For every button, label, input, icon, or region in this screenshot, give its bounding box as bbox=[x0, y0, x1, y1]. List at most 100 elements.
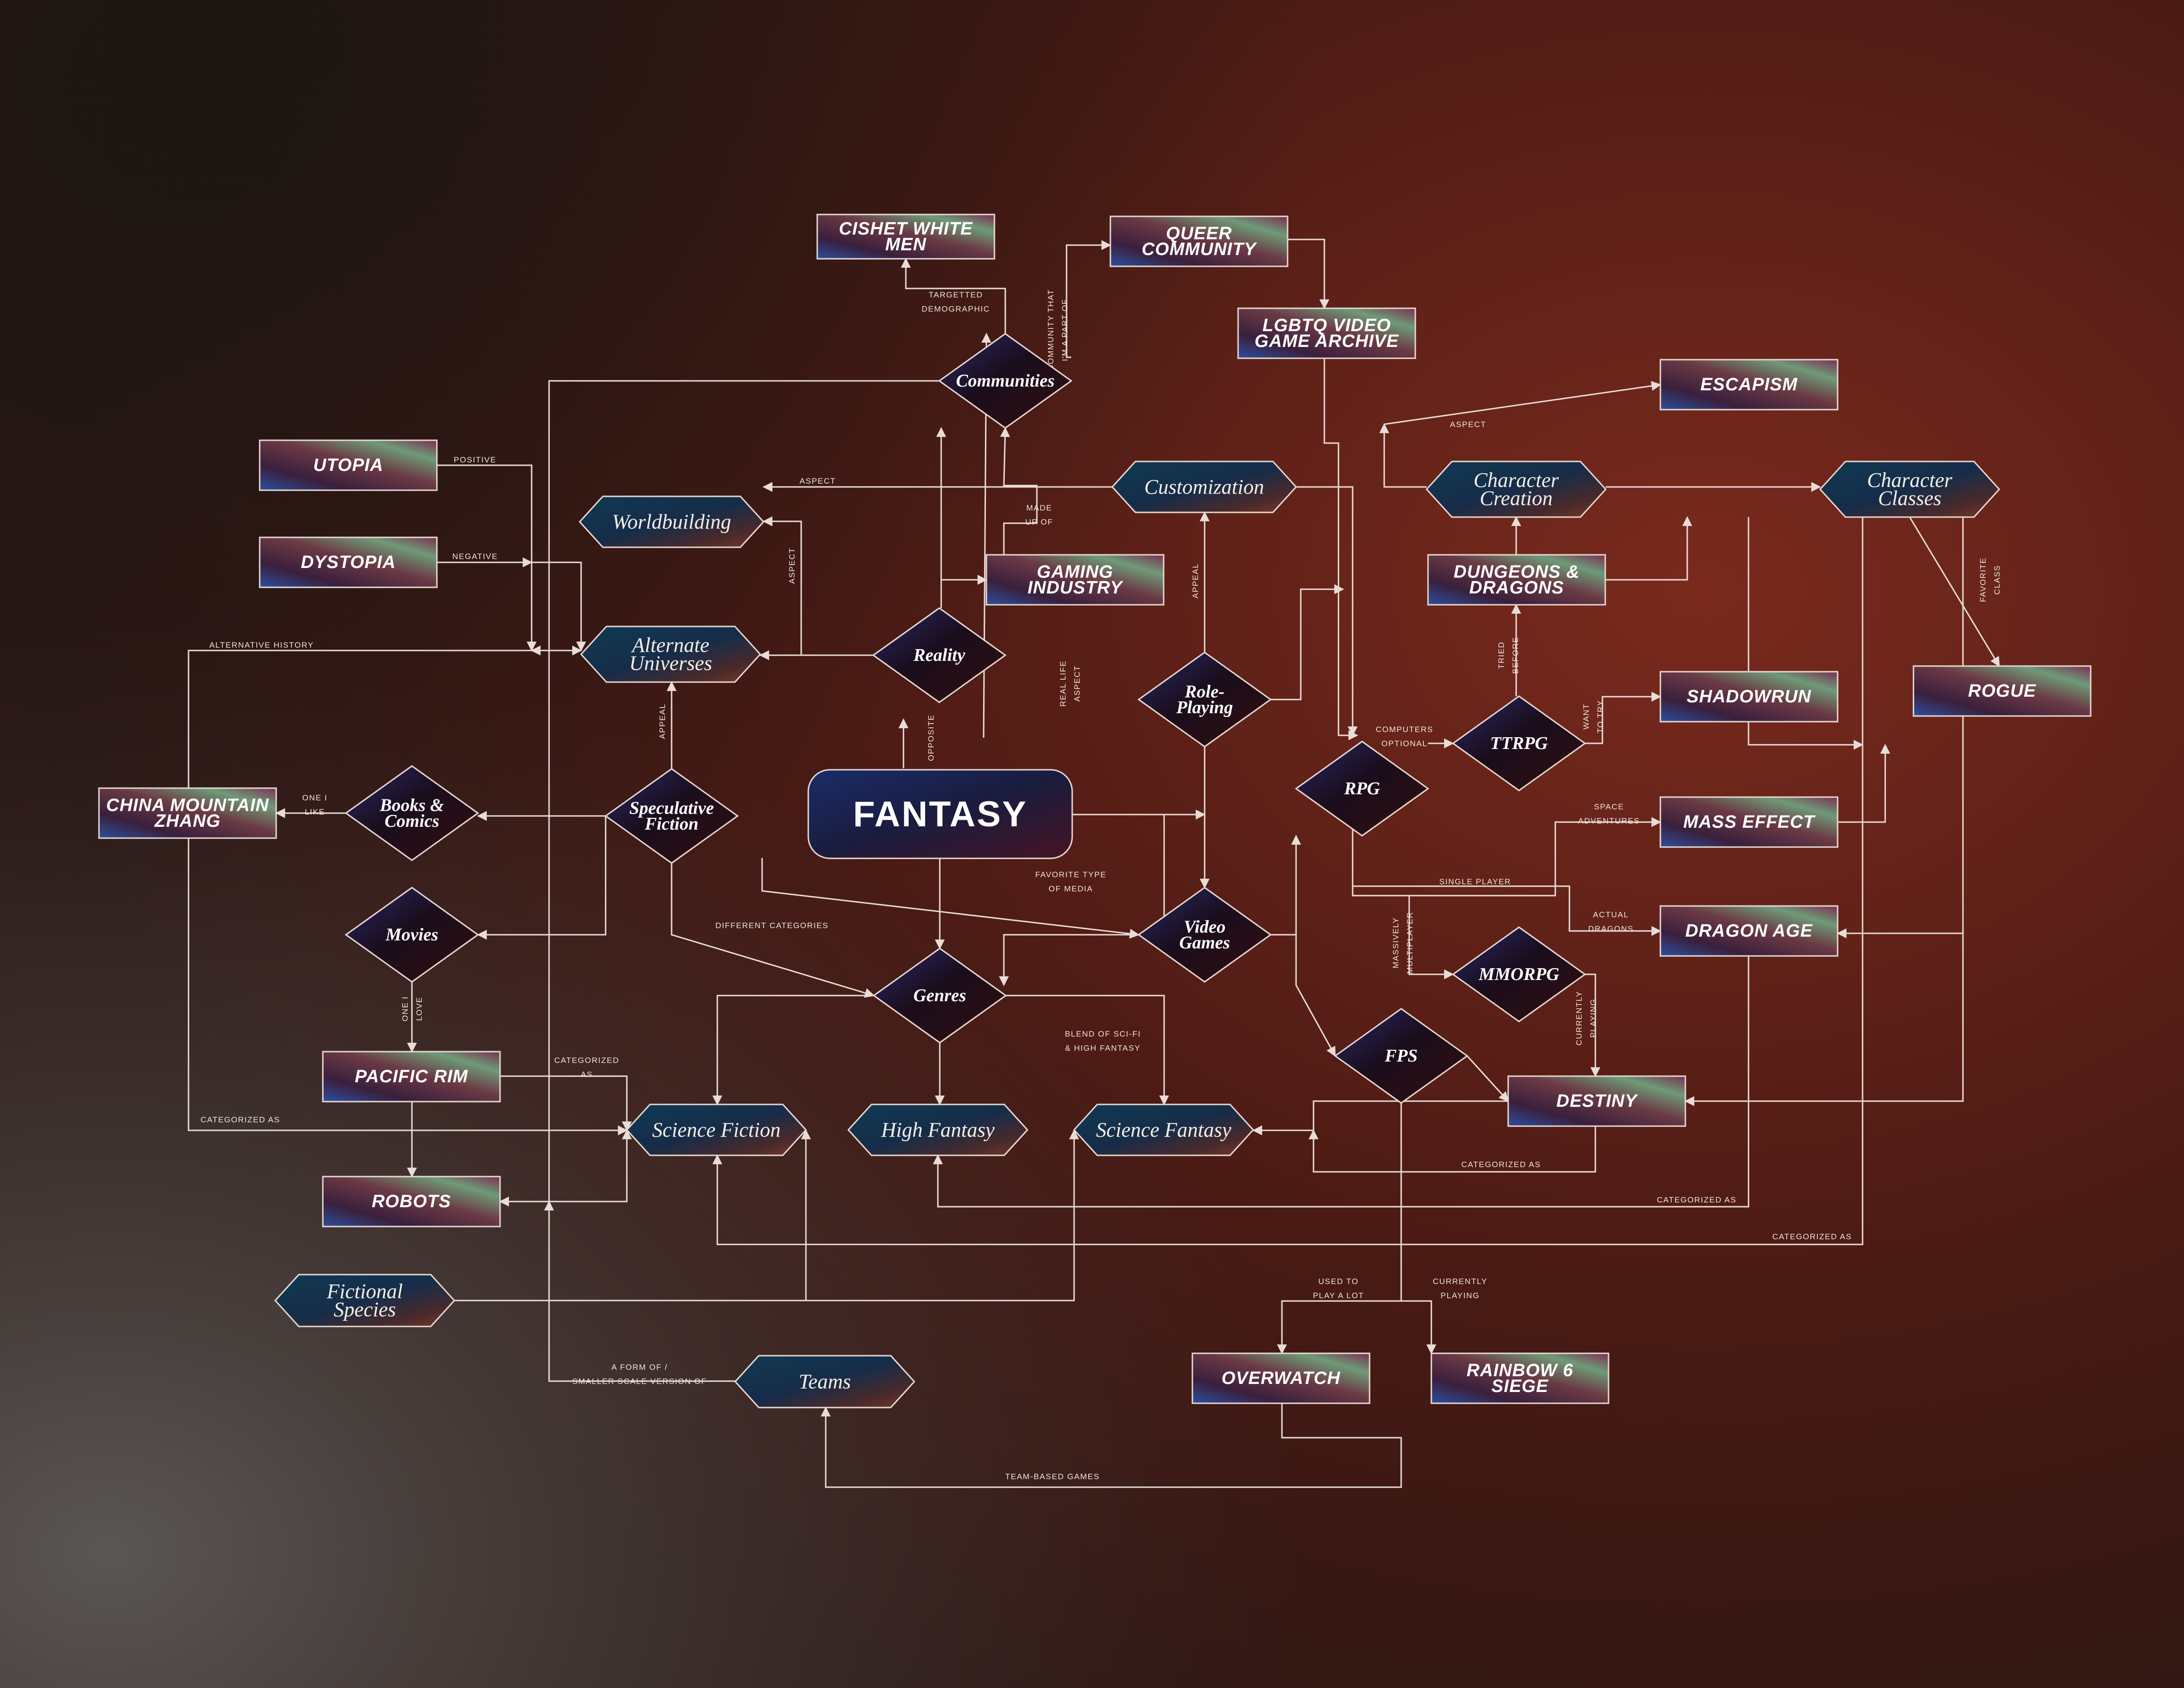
connector-9 bbox=[1288, 239, 1330, 310]
node-customization[interactable]: Customization bbox=[1111, 461, 1297, 513]
node-shape bbox=[985, 554, 1165, 606]
node-reality[interactable]: Reality bbox=[872, 607, 1007, 703]
edge-label-categorized-mass-effect: CATEGORIZED AS bbox=[1773, 1232, 1852, 1241]
node-pacific-rim[interactable]: PACIFIC RIM bbox=[322, 1051, 501, 1103]
edge-label-team-based: TEAM-BASED GAMES bbox=[1005, 1472, 1100, 1481]
connector-16 bbox=[1379, 423, 1427, 488]
node-label: MASS EFFECT bbox=[1683, 812, 1815, 832]
connector-62 bbox=[1748, 517, 1864, 750]
connector-14 bbox=[1296, 486, 1358, 737]
node-shape bbox=[1819, 461, 2001, 518]
node-fantasy[interactable]: FANTASY bbox=[807, 769, 1073, 859]
node-mmorpg[interactable]: MMORPG bbox=[1452, 926, 1586, 1022]
connector-35 bbox=[671, 860, 875, 998]
node-shape bbox=[1334, 1008, 1469, 1104]
node-shape bbox=[1111, 461, 1297, 513]
node-rpg[interactable]: RPG bbox=[1295, 741, 1429, 837]
connector-57 bbox=[1252, 1100, 1508, 1136]
node-dragon-age[interactable]: DRAGON AGE bbox=[1659, 905, 1839, 957]
connector-44 bbox=[188, 838, 628, 1136]
node-communities[interactable]: Communities bbox=[938, 333, 1073, 429]
node-dnd[interactable]: DUNGEONS &DRAGONS bbox=[1427, 554, 1606, 606]
connector-42 bbox=[500, 1075, 632, 1132]
node-utopia[interactable]: UTOPIA bbox=[259, 439, 438, 491]
node-shape bbox=[1109, 215, 1289, 267]
node-overwatch[interactable]: OVERWATCH bbox=[1191, 1352, 1371, 1404]
connector-59 bbox=[933, 956, 1749, 1208]
node-fps[interactable]: FPS bbox=[1334, 1008, 1469, 1104]
node-books-comics[interactable]: Books &Comics bbox=[345, 765, 479, 861]
node-shape bbox=[259, 439, 438, 491]
node-mass-effect[interactable]: MASS EFFECT bbox=[1659, 796, 1839, 848]
edge-label-aspect-customization: ASPECT bbox=[1450, 420, 1486, 429]
connector-5 bbox=[762, 516, 873, 656]
node-label: UTOPIA bbox=[313, 455, 384, 475]
node-science-fiction[interactable]: Science Fiction bbox=[625, 1103, 807, 1156]
connector-58 bbox=[1308, 1126, 1596, 1173]
node-label: DUNGEONS &DRAGONS bbox=[1453, 562, 1580, 598]
connector-49 bbox=[532, 561, 586, 652]
node-movies[interactable]: Movies bbox=[345, 887, 479, 983]
node-shape bbox=[734, 1355, 916, 1408]
node-label: Worldbuilding bbox=[612, 510, 731, 533]
node-genres[interactable]: Genres bbox=[872, 947, 1007, 1044]
connector-60 bbox=[712, 517, 1864, 1245]
node-shape bbox=[1452, 695, 1586, 791]
connector-51 bbox=[544, 1200, 735, 1382]
node-shape bbox=[1137, 887, 1272, 983]
node-label: SHADOWRUN bbox=[1687, 687, 1812, 707]
edge-label-categorized-destiny: CATEGORIZED AS bbox=[1461, 1160, 1541, 1169]
edge-label-categorized-china: CATEGORIZED AS bbox=[201, 1115, 280, 1124]
node-shadowrun[interactable]: SHADOWRUN bbox=[1659, 671, 1839, 723]
node-label: Science Fantasy bbox=[1096, 1118, 1232, 1141]
connector-7 bbox=[901, 257, 1006, 334]
node-teams[interactable]: Teams bbox=[734, 1355, 916, 1408]
edge-label-categorized-dragon-age: CATEGORIZED AS bbox=[1657, 1195, 1737, 1204]
node-dystopia[interactable]: DYSTOPIA bbox=[259, 536, 438, 588]
node-destiny[interactable]: DESTINY bbox=[1507, 1075, 1686, 1127]
node-high-fantasy[interactable]: High Fantasy bbox=[847, 1103, 1029, 1156]
edge-label-opposite: OPPOSITE bbox=[927, 715, 936, 761]
connector-70 bbox=[1605, 516, 1692, 581]
node-science-fantasy[interactable]: Science Fantasy bbox=[1073, 1103, 1255, 1156]
node-label: Teams bbox=[799, 1370, 851, 1393]
connector-11 bbox=[1000, 427, 1038, 555]
connector-25 bbox=[1408, 896, 1454, 980]
node-shape bbox=[1452, 926, 1586, 1022]
node-escapism[interactable]: ESCAPISM bbox=[1659, 359, 1839, 411]
node-ttrpg[interactable]: TTRPG bbox=[1452, 695, 1586, 791]
node-label: Customization bbox=[1144, 475, 1264, 498]
connector-26 bbox=[1585, 973, 1601, 1078]
node-label: RPG bbox=[1344, 779, 1380, 799]
node-role-playing[interactable]: Role-Playing bbox=[1137, 651, 1272, 748]
node-rogue[interactable]: ROGUE bbox=[1913, 665, 2092, 717]
node-worldbuilding[interactable]: Worldbuilding bbox=[578, 495, 765, 548]
node-robots[interactable]: ROBOTS bbox=[322, 1176, 501, 1227]
node-label: Role-Playing bbox=[1176, 682, 1233, 717]
edge-label-appeal-roleplay: APPEAL bbox=[1191, 563, 1200, 598]
connector-38 bbox=[476, 816, 607, 940]
